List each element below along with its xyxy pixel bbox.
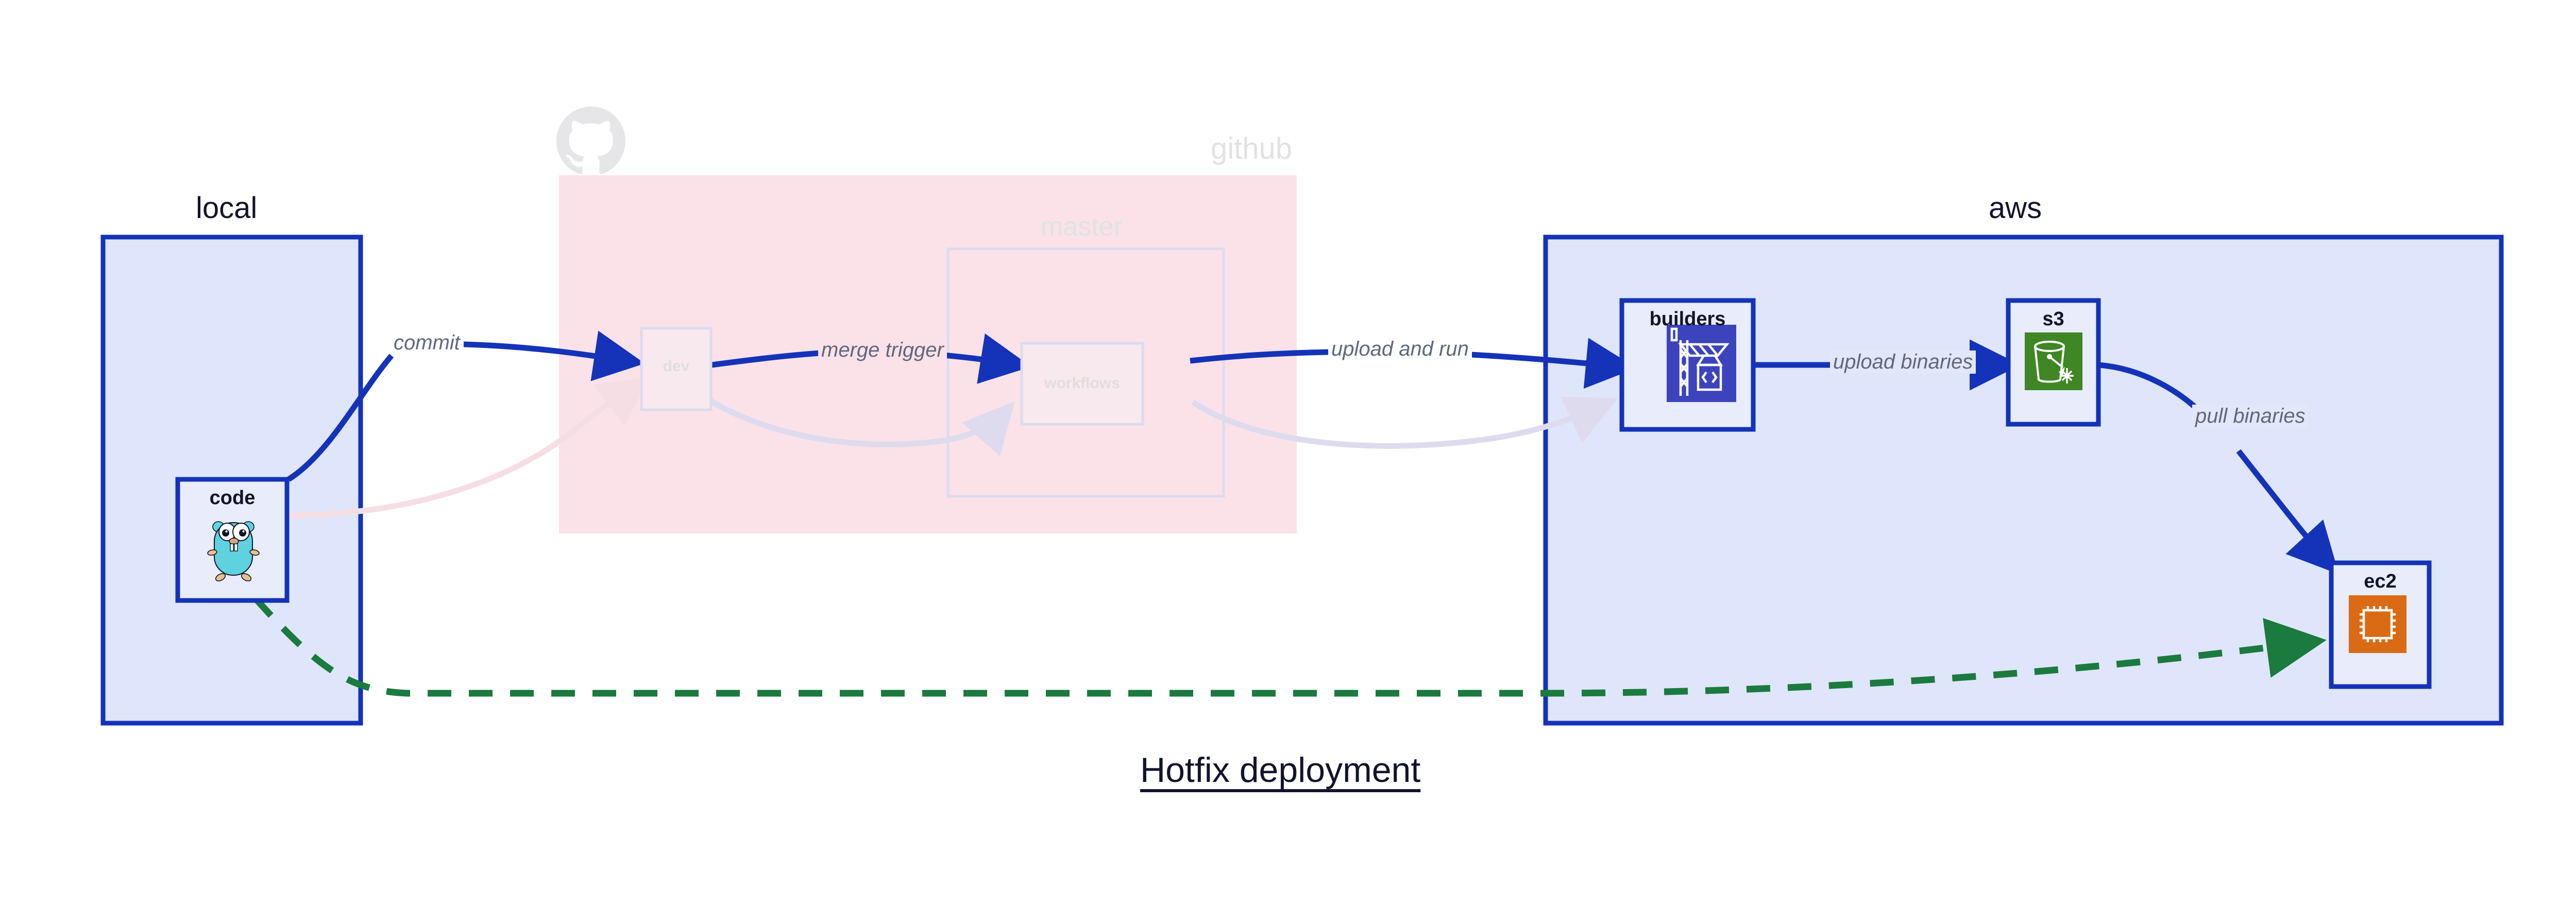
node-dev-box[interactable] <box>640 327 713 411</box>
edge-upload-and-run <box>1190 349 1330 364</box>
group-label-github: github <box>1211 132 1293 165</box>
edge-pull-binaries-tail <box>2236 449 2339 575</box>
edge-pull-binaries <box>2098 362 2203 414</box>
edge-label-commit: commit <box>391 331 463 355</box>
node-label-ec2: ec2 <box>2364 571 2397 592</box>
node-workflows-box[interactable] <box>1020 342 1144 426</box>
edge-faded-dev-workflows <box>691 387 1015 457</box>
group-label-local: local <box>196 191 258 225</box>
s3-bucket-icon <box>2025 332 2082 390</box>
group-label-master: master <box>1041 212 1123 242</box>
node-label-builders: builders <box>1649 308 1726 330</box>
edge-label-upload-and-run: upload and run <box>1328 338 1472 361</box>
group-label-aws: aws <box>1989 191 2042 225</box>
crane-code-icon <box>1667 325 1736 402</box>
github-octocat-logo <box>556 106 625 174</box>
edge-merge-trigger <box>696 350 821 370</box>
node-label-s3: s3 <box>2042 308 2064 330</box>
node-label-dev: dev <box>663 358 690 375</box>
edge-commit <box>287 354 394 482</box>
edge-commit-tail <box>463 330 645 381</box>
edge-upload-and-run-tail <box>1470 338 1637 389</box>
edge-faded-code-dev <box>286 376 651 519</box>
edge-label-merge-trigger: merge trigger <box>818 339 947 362</box>
node-label-workflows: workflows <box>1044 375 1120 392</box>
edge-label-pull-binaries: pull binaries <box>2192 405 2309 428</box>
page-title: Hotfix deployment <box>1140 750 1421 790</box>
cpu-chip-icon <box>2349 595 2406 653</box>
group-master <box>946 247 1225 498</box>
node-label-code: code <box>209 487 256 509</box>
edge-hotfix-direct <box>252 595 2327 697</box>
edge-label-upload-binaries: upload binaries <box>1830 350 1976 374</box>
edge-faded-workflows-builders <box>1191 396 1618 449</box>
go-gopher-icon <box>207 521 260 581</box>
